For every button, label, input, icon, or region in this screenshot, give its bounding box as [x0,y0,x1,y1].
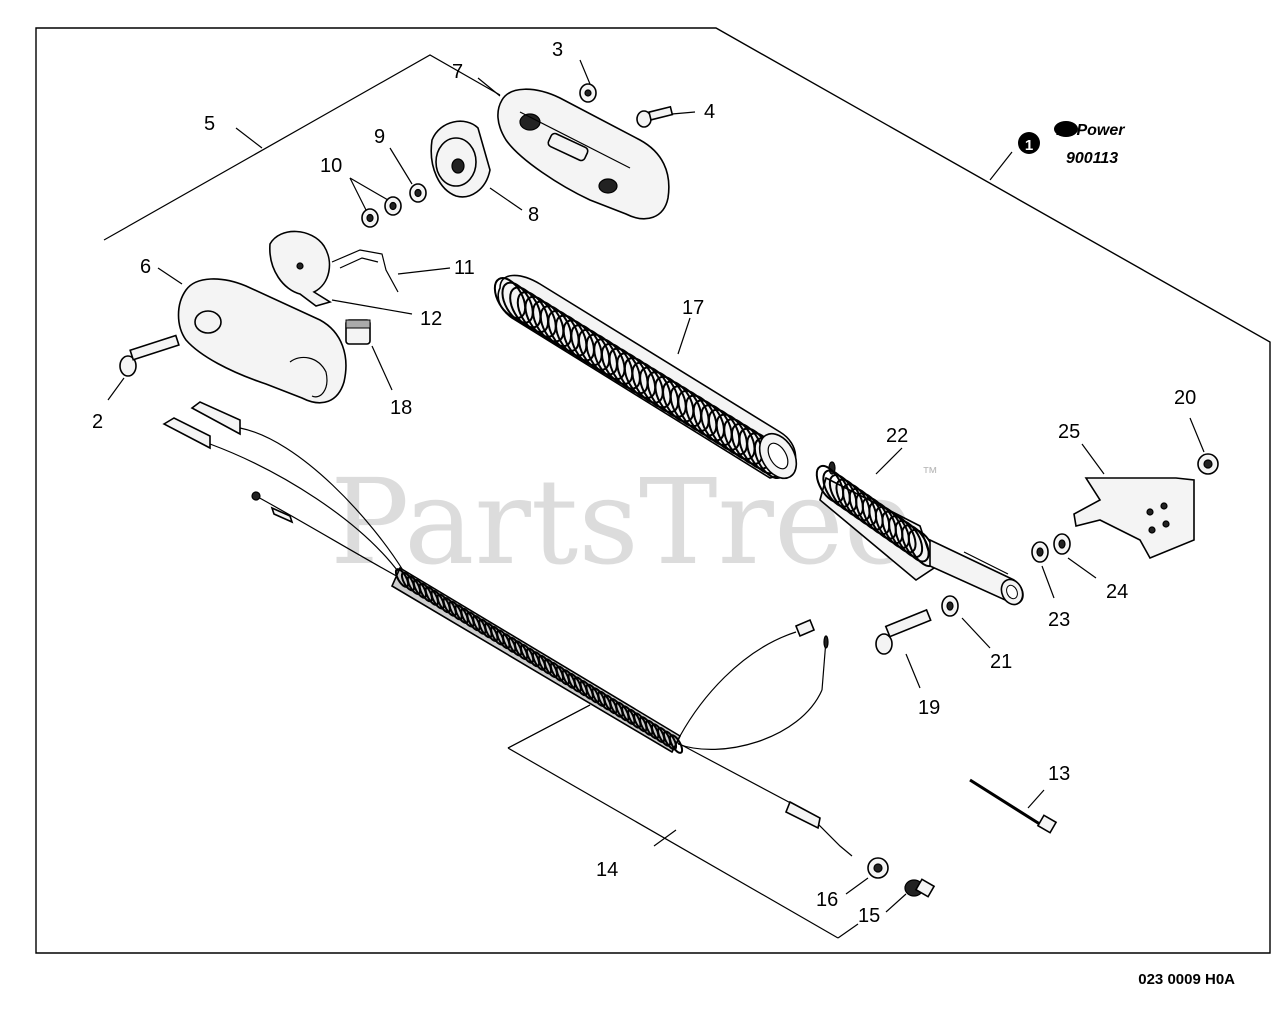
part-17-flex-tube [493,274,798,480]
bracket-14-c [507,704,591,749]
callout-13: 13 [1048,763,1070,785]
part-11-clip [331,249,399,293]
part-21-washer [941,595,959,617]
callout-11: 11 [454,257,475,279]
callout-10: 10 [320,155,342,177]
part-14-throttle-cable [162,401,853,857]
bracket-14-d [837,923,859,939]
kit-badge: 1 RePower 900113 [989,121,1125,181]
part-20-nut [1197,453,1219,475]
kit-marker-number: 1 [1025,137,1033,154]
watermark-trademark: ™ [922,465,938,482]
coil-ring [901,524,930,563]
callout-16: 16 [816,889,838,911]
callout-7: 7 [452,61,463,83]
leader-lines [107,59,1205,913]
coil-ring [668,734,684,754]
callout-18: 18 [390,397,412,419]
bracket-14-b [507,747,839,939]
callout-17: 17 [682,297,704,319]
part-4-screw [636,105,674,128]
part-16-nut [867,857,889,879]
callout-4: 4 [704,101,715,123]
bracket-5 [103,54,501,241]
callout-15: 15 [858,905,880,927]
callout-24: 24 [1106,581,1128,603]
callout-8: 8 [528,204,539,226]
callout-5: 5 [204,113,215,135]
part-2-bolt [119,334,180,377]
part-10-washers [361,196,402,228]
part-15-grommet [904,878,936,898]
watermark-text: PartsTree [330,453,914,591]
callout-19: 19 [918,697,940,719]
part-22-shaft-spring [815,461,1024,606]
callout-21: 21 [990,651,1012,673]
repower-logo-mark [1054,121,1078,137]
callout-23: 23 [1048,609,1070,631]
repower-logo-text: RePower [1056,122,1125,139]
coil-ring [894,519,924,558]
drawing-code: 023 0009 H0A [1138,971,1235,988]
diagram-frame [35,27,1271,954]
part-3-nut [579,83,597,103]
part-24-washer [1053,533,1071,555]
part-7-housing [497,88,670,220]
part-12-trigger [269,230,332,307]
kit-leader [989,151,1013,181]
callout-25: 25 [1058,421,1080,443]
part-19-bolt [875,608,932,655]
part-23-washer [1031,541,1049,563]
callout-20: 20 [1174,387,1196,409]
callout-6: 6 [140,256,151,278]
kit-marker-circle [1018,132,1040,154]
callout-9: 9 [374,126,385,148]
part-25-bracket [1073,477,1195,560]
part-6-housing [177,278,347,404]
callout-labels: 2 3 4 5 6 7 8 9 10 11 12 13 14 15 16 17 … [92,39,1196,927]
callout-12: 12 [420,308,442,330]
kit-part-number: 900113 [1066,150,1118,167]
part-13-cable-tie [969,778,1058,834]
part-18-block [345,319,371,345]
part-8-cam [430,120,491,198]
callout-22: 22 [886,425,908,447]
callout-3: 3 [552,39,563,61]
callout-2: 2 [92,411,103,433]
part-9-washer [409,183,427,203]
callout-14: 14 [596,859,618,881]
